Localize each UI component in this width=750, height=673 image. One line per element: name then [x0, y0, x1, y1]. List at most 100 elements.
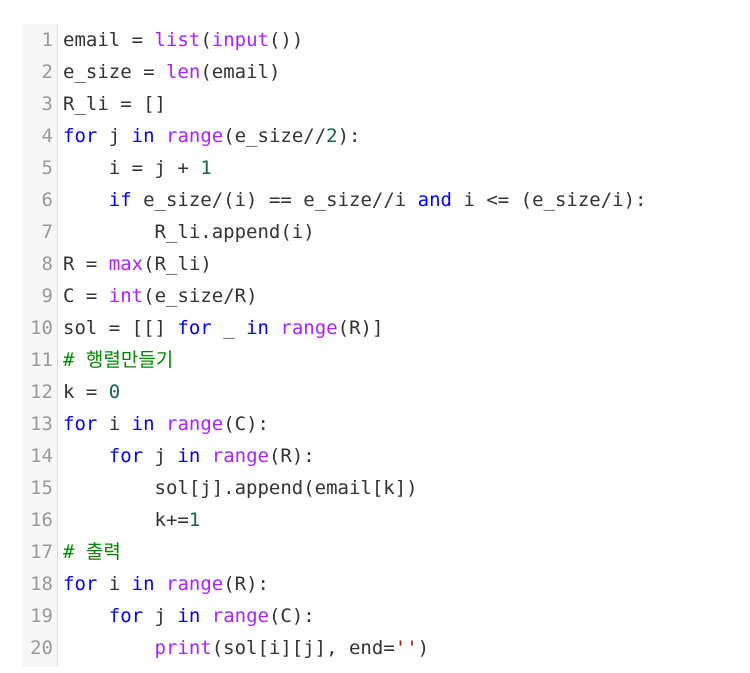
code-line[interactable]: R_li = []	[63, 88, 728, 120]
code-token-plain: e_size	[63, 61, 144, 83]
code-line[interactable]: email = list(input())	[63, 24, 728, 56]
line-number: 15	[30, 477, 53, 499]
code-token-plain: i	[63, 157, 132, 179]
line-number: 1	[41, 29, 53, 51]
code-token-plain: k	[63, 381, 86, 403]
code-token-builtin: input	[211, 29, 269, 51]
line-number: 12	[30, 381, 53, 403]
code-token-plain	[63, 637, 155, 659]
line-number: 13	[30, 413, 53, 435]
code-token-op: =	[131, 29, 144, 51]
code-token-kw: if	[108, 189, 132, 211]
code-line[interactable]: print(sol[i][j], end='')	[63, 632, 728, 664]
code-token-kw: in	[177, 605, 201, 627]
line-number: 11	[30, 349, 53, 371]
code-line[interactable]: C = int(e_size/R)	[63, 280, 728, 312]
code-token-plain	[269, 317, 280, 339]
code-token-plain	[143, 29, 154, 51]
code-line[interactable]: # 행렬만들기	[63, 344, 728, 376]
code-token-op: =	[108, 317, 121, 339]
code-token-plain: sol	[63, 317, 109, 339]
code-token-op: ==	[268, 189, 292, 211]
code-line[interactable]: e_size = len(email)	[63, 56, 728, 88]
code-token-plain	[63, 605, 109, 627]
line-number: 20	[30, 637, 53, 659]
code-token-kw: in	[131, 573, 155, 595]
code-token-op: =	[383, 637, 395, 659]
code-token-op: <=	[486, 189, 510, 211]
code-line[interactable]: R_li.append(i)	[63, 216, 728, 248]
code-token-op: =	[143, 61, 155, 83]
code-token-plain: R_li.append(i)	[63, 221, 315, 243]
code-token-builtin: range	[211, 605, 269, 627]
code-token-num: 0	[108, 381, 121, 403]
code-token-plain: e_size/(i)	[131, 189, 269, 211]
code-token-num: 1	[200, 157, 212, 179]
code-token-plain: email	[63, 29, 132, 51]
code-line[interactable]: for j in range(e_size//2):	[63, 120, 728, 152]
code-token-op: +	[177, 157, 189, 179]
code-token-builtin: int	[108, 285, 144, 307]
code-token-plain: (email)	[200, 61, 281, 83]
line-number: 14	[30, 445, 53, 467]
code-token-plain	[200, 445, 211, 467]
code-token-plain: _	[211, 317, 247, 339]
code-token-kw: in	[131, 125, 155, 147]
code-token-plain: R	[63, 253, 86, 275]
code-token-plain: [[]	[120, 317, 178, 339]
line-number: 9	[41, 285, 53, 307]
line-number: 19	[30, 605, 53, 627]
line-number: 6	[41, 189, 53, 211]
line-number: 8	[41, 253, 53, 275]
code-line[interactable]: if e_size/(i) == e_size//i and i <= (e_s…	[63, 184, 728, 216]
code-token-str: ''	[394, 637, 418, 659]
code-token-builtin: list	[154, 29, 201, 51]
code-token-builtin: range	[166, 413, 224, 435]
code-token-kw: in	[246, 317, 269, 339]
code-token-plain: (C):	[268, 605, 315, 627]
code-token-plain: (R)]	[337, 317, 384, 339]
code-line[interactable]: for j in range(R):	[63, 440, 728, 472]
line-number: 4	[41, 125, 53, 147]
code-token-plain: (R_li)	[143, 253, 212, 275]
code-token-plain	[189, 157, 200, 179]
code-token-builtin: print	[154, 637, 212, 659]
code-token-kw: for	[63, 413, 98, 435]
line-number: 16	[30, 509, 53, 531]
code-token-plain: j	[143, 445, 178, 467]
code-line[interactable]: sol[j].append(email[k])	[63, 472, 728, 504]
code-token-plain: C	[63, 285, 86, 307]
code-line[interactable]: sol = [[] for _ in range(R)]	[63, 312, 728, 344]
code-line[interactable]: for i in range(C):	[63, 408, 728, 440]
code-token-plain: (C):	[223, 413, 269, 435]
code-token-plain	[155, 413, 166, 435]
code-token-plain	[155, 61, 166, 83]
code-line[interactable]: # 출력	[63, 536, 728, 568]
code-token-plain	[155, 573, 166, 595]
code-token-builtin: range	[211, 445, 269, 467]
code-token-kw: in	[131, 413, 155, 435]
code-token-plain: j	[143, 157, 178, 179]
code-line[interactable]: k = 0	[63, 376, 728, 408]
code-token-builtin: range	[166, 125, 224, 147]
code-line[interactable]: R = max(R_li)	[63, 248, 728, 280]
code-token-num: 1	[188, 509, 201, 531]
code-line[interactable]: k+=1	[63, 504, 728, 536]
line-number: 7	[41, 221, 53, 243]
code-token-kw: for	[108, 605, 144, 627]
code-line[interactable]: i = j + 1	[63, 152, 728, 184]
code-token-builtin: max	[108, 253, 144, 275]
code-token-plain	[63, 445, 109, 467]
line-number: 10	[30, 317, 53, 339]
code-token-plain	[97, 285, 108, 307]
code-line[interactable]: for j in range(C):	[63, 600, 728, 632]
code-token-plain: R_li	[63, 93, 121, 115]
code-area[interactable]: email = list(input())e_size = len(email)…	[58, 24, 728, 667]
code-token-kw: in	[177, 445, 201, 467]
code-token-plain	[155, 125, 166, 147]
code-token-plain: ):	[337, 125, 361, 147]
code-line[interactable]: for i in range(R):	[63, 568, 728, 600]
code-token-plain: j	[97, 125, 132, 147]
